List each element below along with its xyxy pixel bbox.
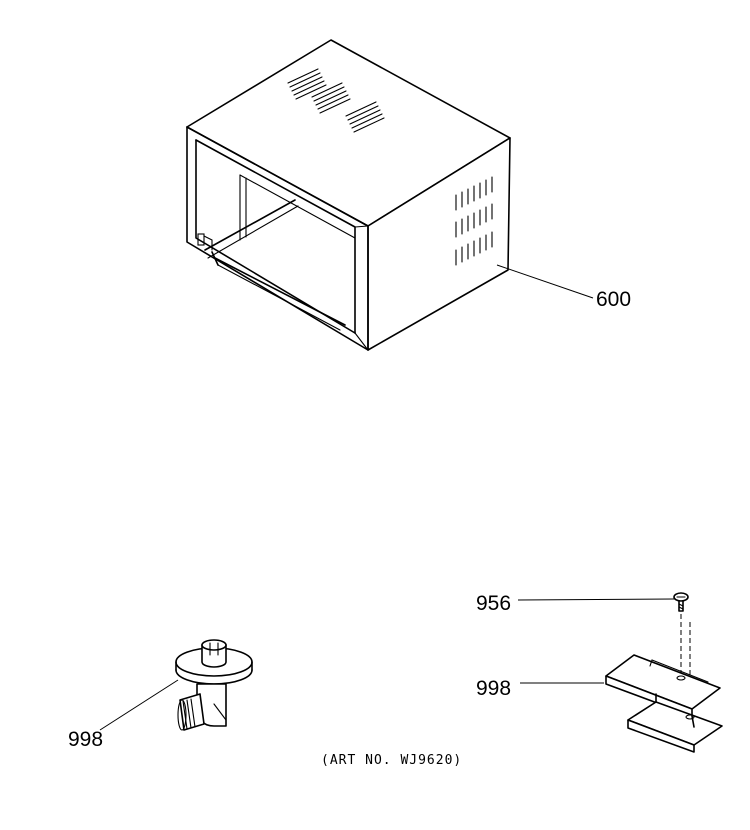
elbow-fitting-part (175, 639, 253, 731)
top-vent-slots (287, 68, 385, 133)
leader-line-956 (517, 598, 675, 601)
mounting-bracket-part (605, 654, 723, 753)
callout-956: 956 (476, 592, 511, 615)
callout-998-fitting: 998 (68, 728, 103, 751)
side-vent-slots (455, 176, 493, 266)
outer-case-cabinet (186, 39, 511, 351)
callout-600: 600 (596, 288, 631, 311)
leader-line-998-fitting (99, 679, 179, 731)
leader-line-600 (496, 264, 594, 299)
art-number-caption: (ART NO. WJ9620) (321, 753, 462, 768)
callout-998-bracket: 998 (476, 677, 511, 700)
screw-part (673, 592, 689, 612)
